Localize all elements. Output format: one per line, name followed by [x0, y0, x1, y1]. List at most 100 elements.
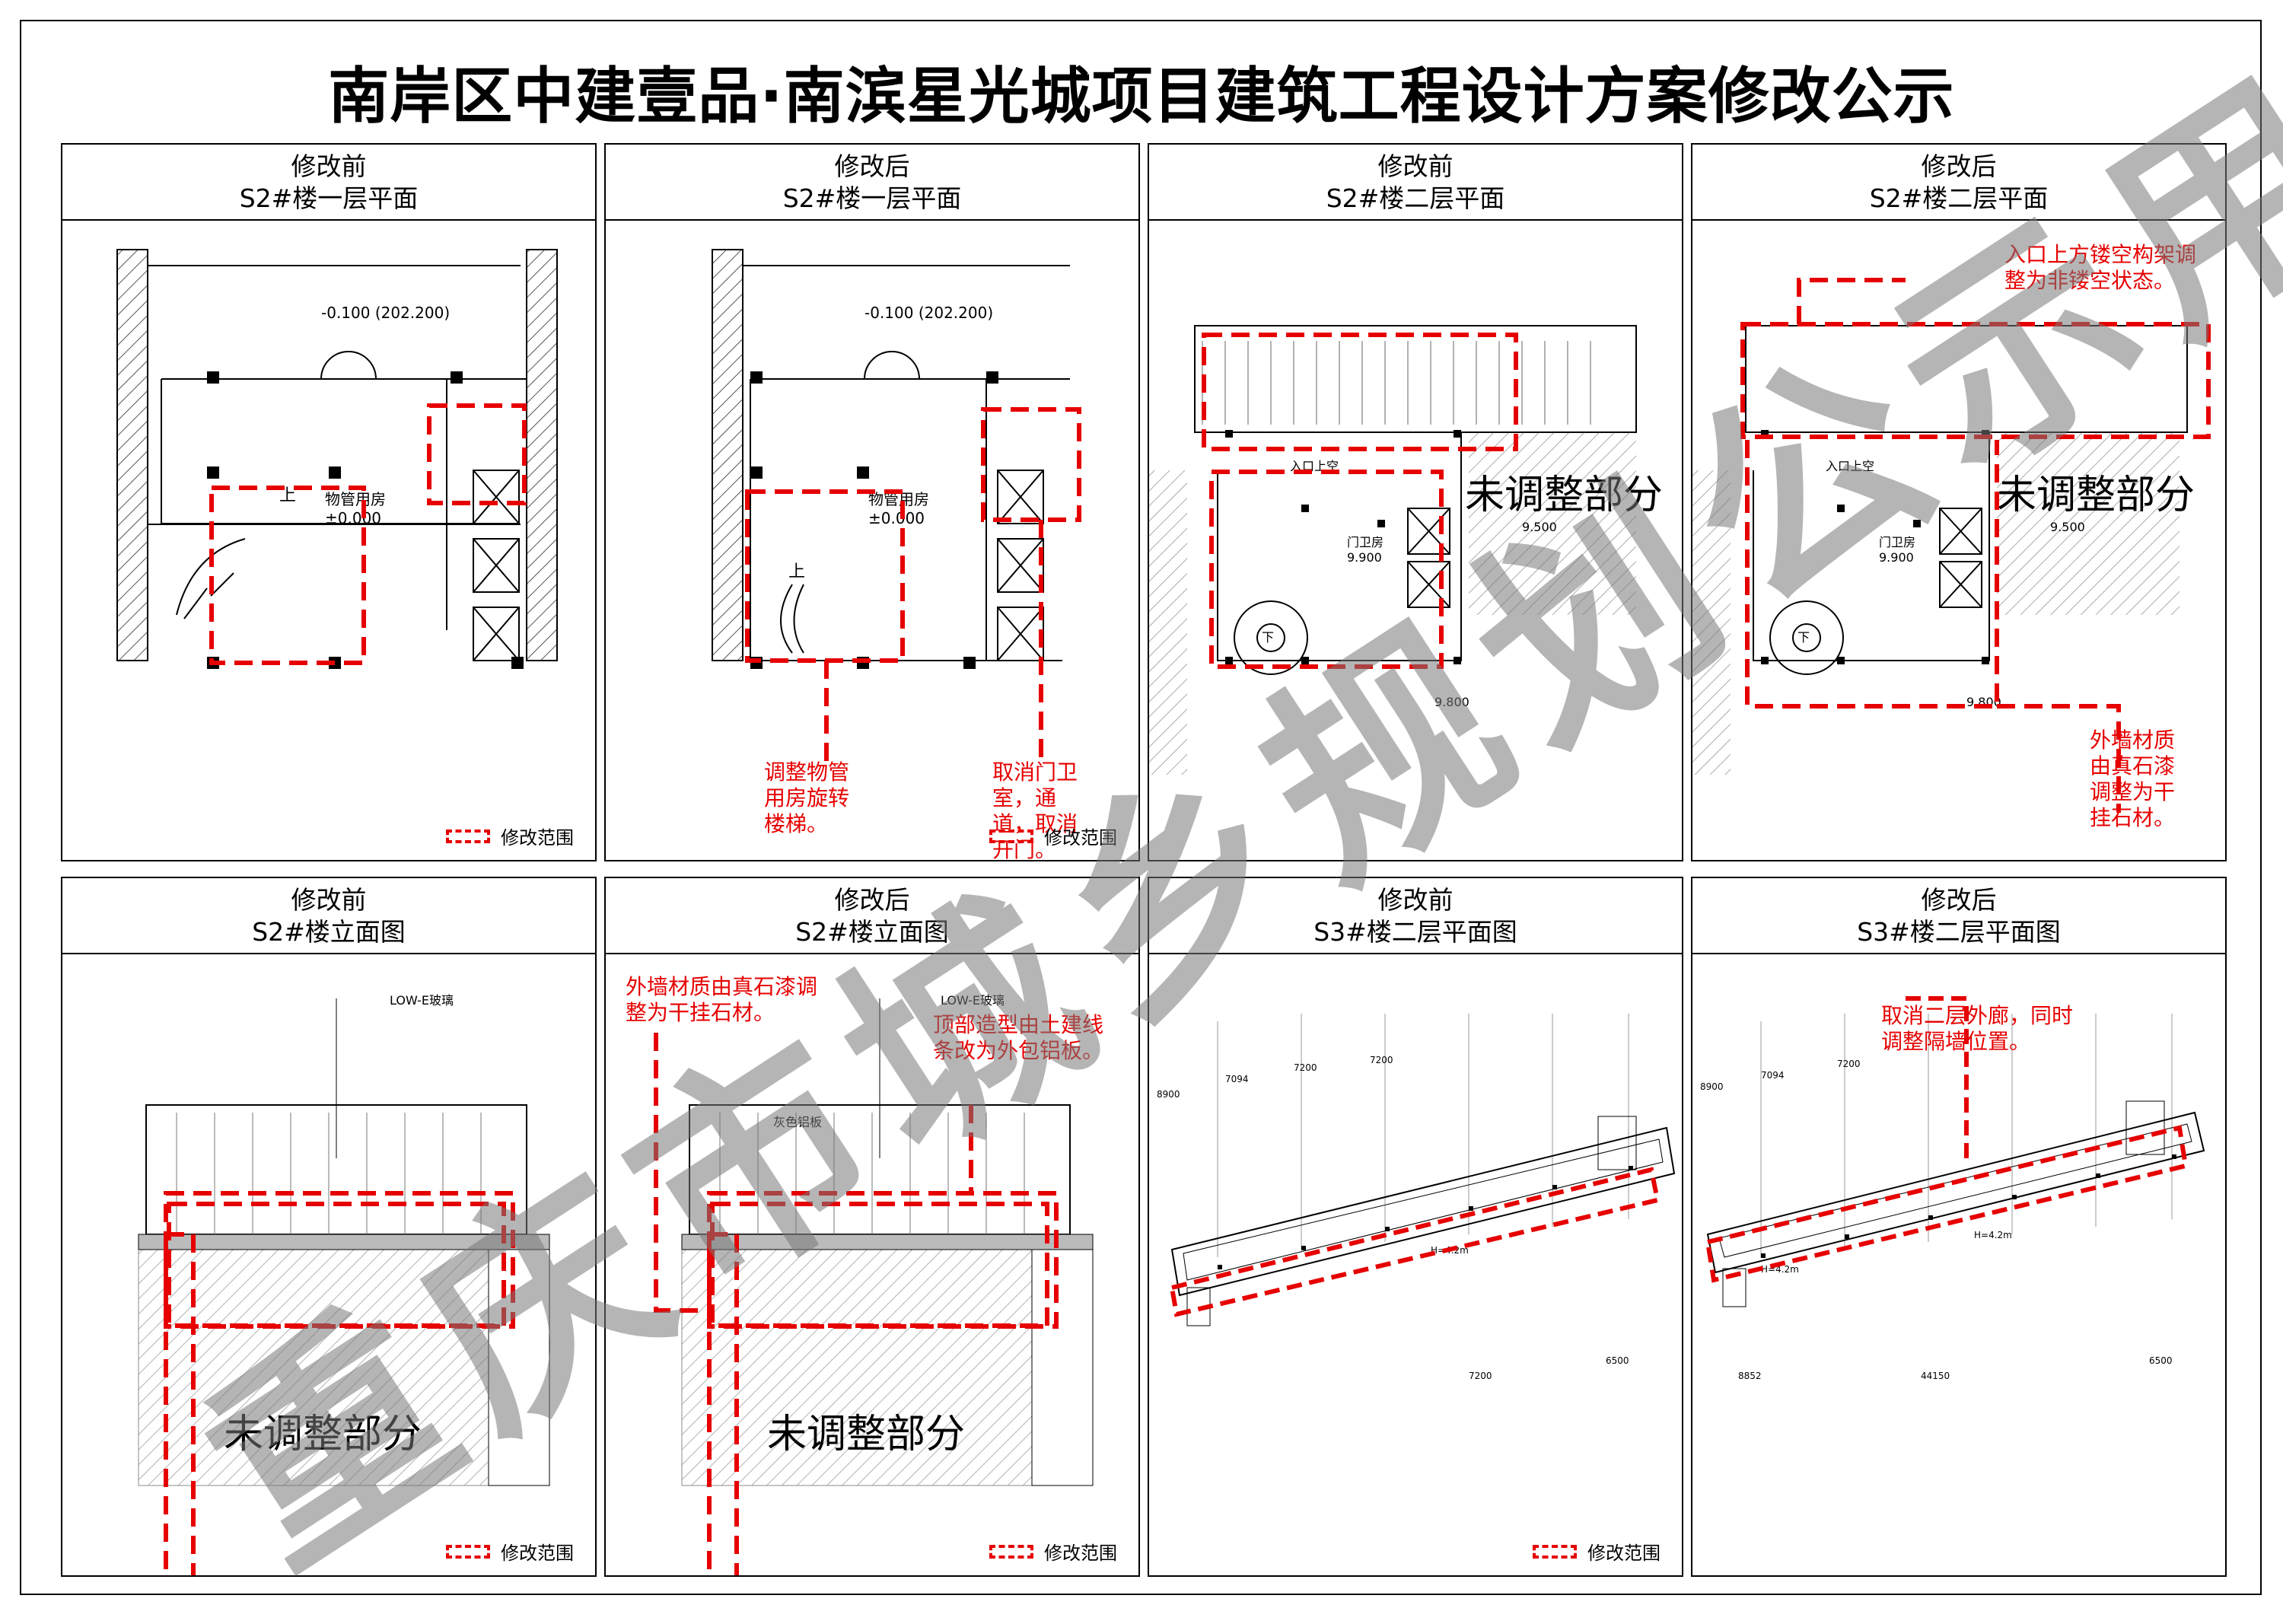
- level-label: 9.500: [2050, 520, 2085, 534]
- panel-name: S2#楼一层平面: [239, 183, 419, 213]
- legend-label: 修改范围: [1044, 1543, 1117, 1564]
- panel-s2-floor1-after: 修改后 S2#楼一层平面 -0.100 (202.200) 物管用房 ±0.00…: [604, 143, 1140, 861]
- panel-name: S2#楼一层平面: [782, 183, 962, 213]
- modified-area-corridor: [1169, 1167, 1661, 1317]
- dimension-label: 7200: [1370, 1055, 1393, 1065]
- floor-plan-drawing: -0.100 (202.200) 物管用房 ±0.000 上: [712, 249, 1081, 767]
- panel-status: 修改前: [291, 885, 367, 915]
- modified-area-frame: [1202, 333, 1518, 451]
- panel-header: 修改后 S3#楼二层平面图: [1692, 878, 2225, 954]
- site-plan-drawing: 8900 7094 7200 7200 H=4.2m 7200 6500: [1157, 1014, 1676, 1381]
- panel-name: S3#楼二层平面图: [1857, 917, 2061, 947]
- dimension-label: 7200: [1837, 1059, 1861, 1069]
- site-plan-drawing: 8900 7094 7200 H=4.2m H=4.2m 8852 44150 …: [1700, 996, 2205, 1381]
- dimension-label: 44150: [1921, 1371, 1950, 1381]
- elevation-drawing: LOW-E玻璃 未调整部分: [138, 993, 550, 1575]
- modified-area-corridor: [1705, 1125, 2189, 1283]
- panel-header: 修改前 S2#楼立面图: [62, 878, 595, 954]
- unadjusted-label: 未调整部分: [224, 1412, 422, 1457]
- modified-area-wall: [707, 1232, 739, 1575]
- panel-s2-elevation-after: 修改后 S2#楼立面图 LOW-E玻璃 灰色铝板 未调整部分 外墙材质由真石漆调…: [604, 877, 1140, 1577]
- legend-label: 修改范围: [501, 827, 574, 849]
- stair-up-label: 上: [788, 562, 805, 581]
- stair-up-label: 上: [279, 486, 296, 505]
- room-level-label: ±0.000: [868, 509, 925, 527]
- glass-label: LOW-E玻璃: [390, 993, 454, 1008]
- legend-swatch: [989, 1544, 1033, 1559]
- legend-swatch: [446, 829, 490, 843]
- panel-header: 修改后 S2#楼一层平面: [606, 145, 1138, 221]
- dimension-label: 7200: [1294, 1062, 1317, 1073]
- legend-label: 修改范围: [1044, 827, 1117, 849]
- elevation-drawing: LOW-E玻璃 灰色铝板 未调整部分: [654, 993, 1094, 1575]
- entrance-label: 入口上空: [1826, 459, 1874, 473]
- panel-name: S2#楼二层平面: [1869, 183, 2049, 213]
- page-title: 南岸区中建壹品·南滨星光城项目建筑工程设计方案修改公示: [328, 61, 1955, 132]
- note-frame: 入口上方镂空构架调整为非镂空状态。: [2004, 242, 2197, 293]
- legend-label: 修改范围: [501, 1543, 574, 1564]
- level-label: 9.800: [1434, 695, 1469, 709]
- aluminium-label: 灰色铝板: [773, 1115, 822, 1129]
- panel-s2-floor2-after: 修改后 S2#楼二层平面 入口上空 门卫房 9.900 9.500 9.800 …: [1691, 143, 2227, 861]
- note-stair: 调整物管用房旋转楼梯。: [764, 759, 850, 836]
- dimension-label: 6500: [2149, 1355, 2173, 1366]
- legend: 修改范围: [446, 823, 574, 849]
- panel-s3-floor2-before: 修改前 S3#楼二层平面图 8900 7094 7200 7200 H=4.2m…: [1148, 877, 1683, 1577]
- stair-down-label: 下: [1262, 630, 1274, 645]
- dimension-label: 6500: [1606, 1355, 1629, 1366]
- panel-header: 修改前 S2#楼二层平面: [1149, 145, 1682, 221]
- modified-area-frame: [1740, 322, 2211, 439]
- note-wall: 外墙材质由真石漆调整为干挂石材。: [2090, 728, 2176, 830]
- panel-status: 修改后: [1921, 151, 1997, 181]
- panel-status: 修改后: [1921, 885, 1997, 915]
- level-label: 9.500: [1522, 520, 1557, 534]
- guard-room-label: 门卫房: [1879, 535, 1915, 549]
- legend-swatch: [446, 1544, 490, 1559]
- guard-room-label: 门卫房: [1347, 535, 1383, 549]
- legend-label: 修改范围: [1587, 1543, 1661, 1564]
- dimension-label: 8852: [1738, 1371, 1762, 1381]
- panel-s3-floor2-after: 修改后 S3#楼二层平面图 8900 7094 7200 H=4.2m H=4.…: [1691, 877, 2227, 1577]
- dimension-label: 8900: [1700, 1081, 1724, 1092]
- level-label: -0.100 (202.200): [864, 304, 993, 322]
- unadjusted-label: 未调整部分: [1465, 473, 1663, 518]
- panel-name: S2#楼二层平面: [1326, 183, 1505, 213]
- glass-label: LOW-E玻璃: [941, 993, 1005, 1008]
- modified-area-guard: [427, 403, 527, 505]
- unadjusted-label: 未调整部分: [1997, 473, 2195, 518]
- room-level-label: ±0.000: [325, 509, 381, 527]
- panel-s2-floor2-before: 修改前 S2#楼二层平面 入口上空 门卫房 9.900 9.500: [1148, 143, 1683, 861]
- floor-plan-drawing: -0.100 (202.200) 物管用房 ±0.000 上: [116, 249, 558, 669]
- dimension-label: 7200: [1469, 1371, 1492, 1381]
- note-guard: 取消门卫室，通道，取消开门。: [992, 759, 1078, 861]
- panel-name: S2#楼立面图: [252, 917, 406, 947]
- modified-area-wall: [1209, 470, 1444, 669]
- panel-status: 修改后: [834, 151, 910, 181]
- floor-plan-drawing: 入口上空 门卫房 9.900 9.500 9.800 下 未调整部分: [1149, 325, 1663, 775]
- unadjusted-label: 未调整部分: [767, 1412, 965, 1457]
- panel-header: 修改后 S2#楼二层平面: [1692, 145, 2225, 221]
- legend: 修改范围: [1533, 1538, 1661, 1565]
- page-border: [20, 20, 2262, 1595]
- panel-status: 修改前: [1377, 885, 1454, 915]
- level-label: -0.100 (202.200): [321, 304, 450, 322]
- legend: 修改范围: [989, 1538, 1117, 1565]
- panel-header: 修改后 S2#楼立面图: [606, 878, 1138, 954]
- panel-status: 修改后: [834, 885, 910, 915]
- note-wall: 外墙材质由真石漆调整为干挂石材。: [626, 974, 818, 1025]
- legend: 修改范围: [446, 1538, 574, 1565]
- dimension-label: 7094: [1225, 1074, 1249, 1084]
- modified-area-wall: [164, 1232, 196, 1575]
- panel-header: 修改前 S3#楼二层平面图: [1149, 878, 1682, 954]
- modified-area-wall: [1745, 440, 1999, 709]
- stair-down-label: 下: [1797, 630, 1810, 645]
- room-label: 物管用房: [325, 490, 386, 508]
- panel-status: 修改前: [1377, 151, 1454, 181]
- legend-swatch: [1533, 1544, 1577, 1559]
- panel-name: S2#楼立面图: [795, 917, 949, 947]
- panel-s2-elevation-before: 修改前 S2#楼立面图 LOW-E玻璃 未调整部分 修改范围: [61, 877, 597, 1577]
- note-corridor: 取消二层外廊，同时调整隔墙位置。: [1881, 1003, 2074, 1054]
- legend-swatch: [989, 829, 1033, 843]
- floor-plan-drawing: 入口上空 门卫房 9.900 9.500 9.800 下 未调整部分: [1692, 278, 2211, 813]
- level-label: 9.900: [1347, 550, 1382, 565]
